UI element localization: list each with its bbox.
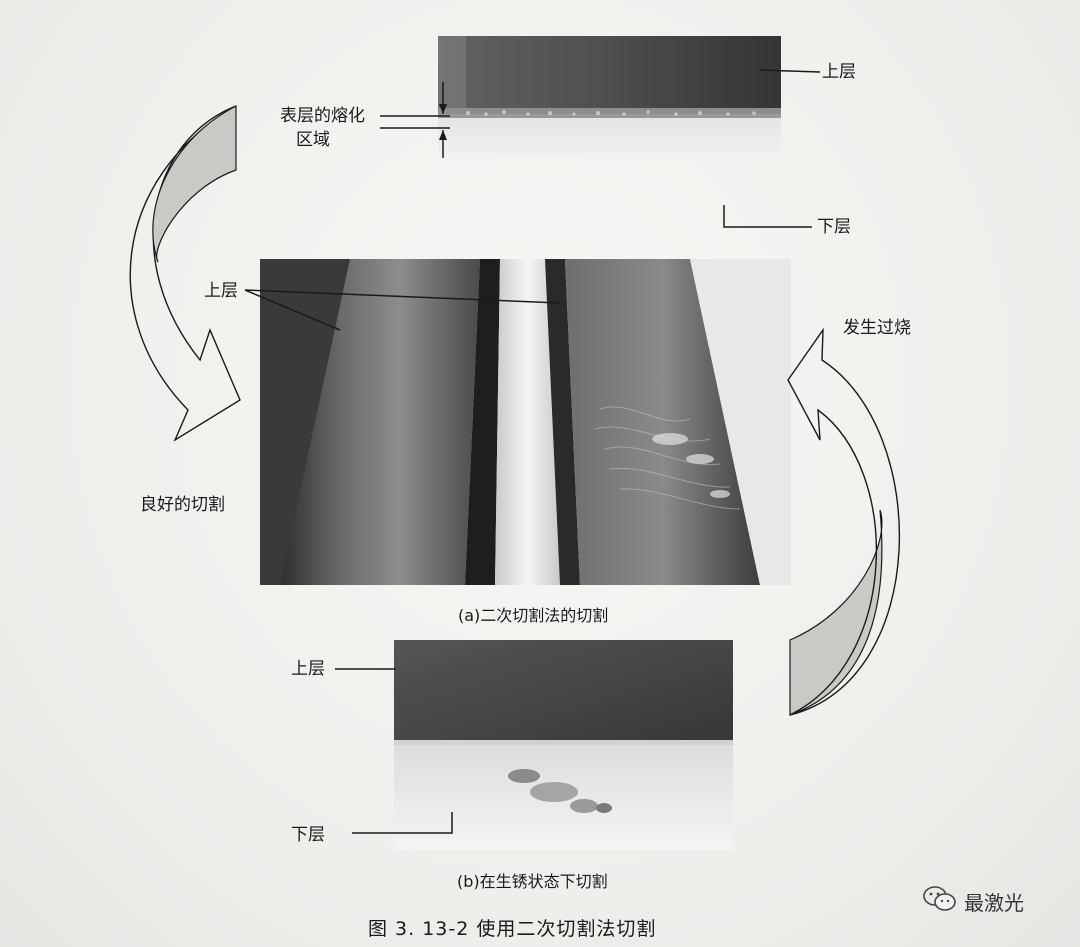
melt-arrowhead-up (439, 130, 447, 140)
melt-arrowhead-down (439, 104, 447, 114)
label-top-upper: 上层 (822, 62, 856, 82)
wechat-icon (922, 884, 958, 918)
leader-mid-upper-1 (244, 289, 341, 331)
brand-watermark: 最激光 (922, 884, 1024, 918)
leader-bottom-lower (352, 812, 453, 834)
bottom-rust-photo (394, 640, 733, 850)
leader-mid-upper-2 (244, 289, 561, 304)
brand-name: 最激光 (964, 890, 1024, 915)
label-good-cut: 良好的切割 (140, 495, 225, 515)
caption-a: (a)二次切割法的切割 (458, 606, 609, 625)
right-curved-arrow (787, 327, 901, 716)
label-overburn: 发生过烧 (843, 318, 911, 338)
label-bottom-upper: 上层 (291, 659, 325, 679)
figure-title: 图 3. 13-2 使用二次切割法切割 (368, 918, 657, 940)
label-melt-line2: 区域 (296, 130, 330, 150)
caption-b: (b)在生锈状态下切割 (457, 872, 608, 891)
leader-top-upper (759, 69, 821, 73)
label-bottom-lower: 下层 (291, 825, 325, 845)
label-top-lower: 下层 (817, 217, 851, 237)
leader-top-lower (723, 205, 812, 228)
label-melt-line1: 表层的熔化 (280, 106, 365, 126)
label-mid-upper: 上层 (204, 281, 238, 301)
left-curved-arrow (129, 105, 241, 442)
middle-cut-photo (260, 259, 791, 585)
top-cross-section-photo (438, 36, 781, 158)
